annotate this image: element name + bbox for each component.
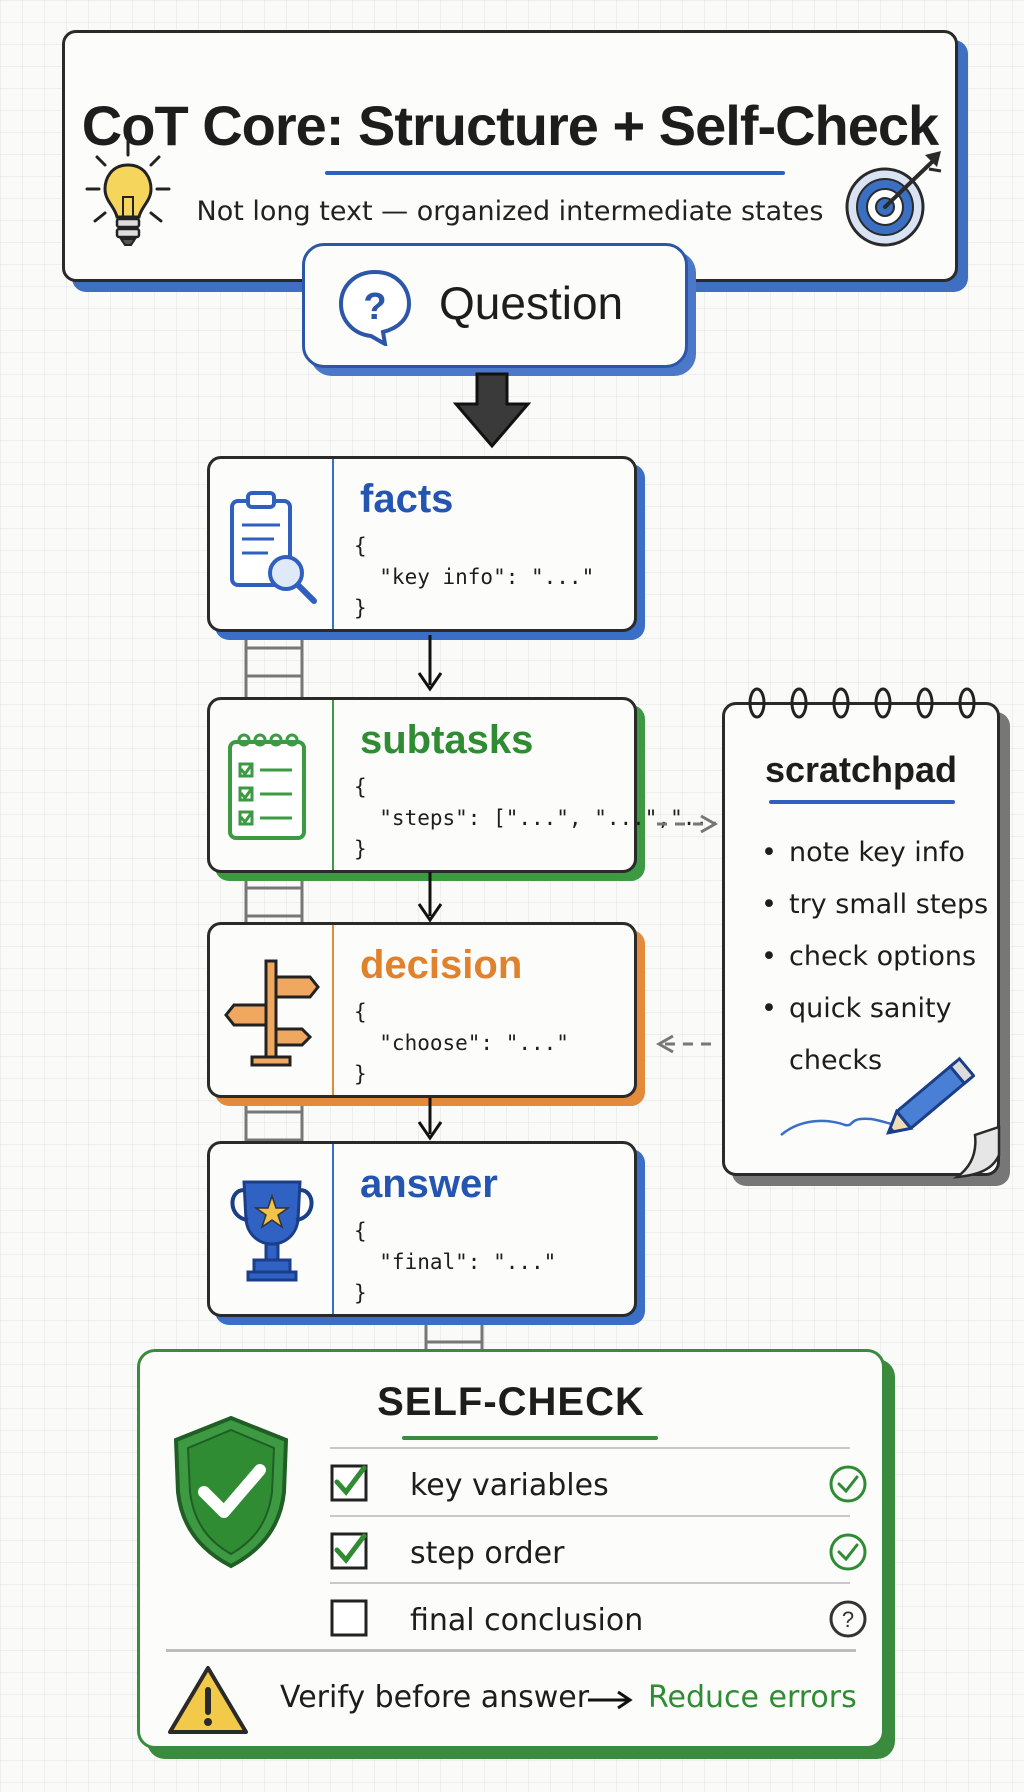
dashed-arrow-right-icon [657, 814, 719, 834]
scratchpad-item: try small steps [761, 879, 988, 931]
footer-left-text: Verify before answer [280, 1680, 590, 1715]
row-divider [330, 1582, 850, 1584]
dashed-arrow-left-icon [655, 1034, 718, 1054]
card-divider [332, 700, 334, 870]
title-card: CoT Core: Structure + Self-Check Not lon… [62, 30, 958, 282]
answer-code: { "final": "..." } [354, 1219, 557, 1305]
scratchpad-title: scratchpad [764, 749, 958, 790]
answer-heading: answer [360, 1162, 498, 1206]
scratchpad-underline [769, 800, 955, 804]
self-check-label: key variables [410, 1468, 609, 1503]
svg-text:?: ? [363, 286, 386, 328]
checkbox-checked-icon[interactable] [330, 1464, 368, 1502]
warning-icon [168, 1666, 248, 1734]
arrow-down-icon [417, 1098, 443, 1141]
decision-code: { "choose": "..." } [354, 1000, 569, 1086]
row-divider [330, 1447, 850, 1449]
scratchpad-item: quick sanity [761, 983, 988, 1035]
scratchpad-item-continuation: checks [761, 1035, 988, 1087]
clipboard-search-icon [230, 491, 317, 604]
checklist-icon [228, 733, 306, 840]
self-check-row[interactable]: step order [330, 1520, 870, 1584]
facts-code: { "key info": "..." } [354, 534, 595, 620]
self-check-row[interactable]: final conclusion ? [330, 1587, 870, 1651]
scratchpad-list: note key info try small steps check opti… [761, 827, 988, 1087]
self-check-title: SELF-CHECK [377, 1380, 645, 1424]
subtasks-heading: subtasks [360, 718, 534, 762]
page-curl-decoration [953, 1125, 1001, 1179]
self-check-label: final conclusion [410, 1603, 644, 1638]
footer-right-text: Reduce errors [648, 1680, 857, 1715]
check-circle-icon [829, 1533, 867, 1571]
self-check-card: SELF-CHECK key variables step order [137, 1349, 885, 1749]
target-icon [845, 151, 942, 247]
row-divider [330, 1515, 850, 1517]
decision-card: decision { "choose": "..." } [207, 922, 637, 1098]
footer-divider [166, 1649, 856, 1652]
check-circle-icon [829, 1465, 867, 1503]
pencil-icon [780, 1056, 975, 1136]
shield-check-icon [173, 1415, 289, 1569]
arrow-down-icon [417, 872, 443, 923]
down-arrow-icon [452, 372, 532, 449]
decision-heading: decision [360, 943, 523, 987]
subtasks-code: { "steps": ["...", "...","...] } [354, 775, 734, 861]
facts-card: facts { "key info": "..." } [207, 456, 637, 632]
scratchpad-item: check options [761, 931, 988, 983]
question-card: ? Question [302, 243, 688, 368]
question-bubble-icon: ? [338, 269, 412, 346]
card-divider [332, 1144, 334, 1314]
subtasks-card: subtasks { "steps": ["...", "...","...] … [207, 697, 733, 873]
self-check-label: step order [410, 1536, 565, 1571]
spiral-binding [748, 687, 976, 719]
card-divider [332, 459, 334, 629]
page-title: CoT Core: Structure + Self-Check [81, 94, 939, 157]
scratchpad-card: scratchpad note key info try small steps… [722, 687, 1001, 1179]
question-circle-icon: ? [829, 1600, 867, 1638]
checkbox-checked-icon[interactable] [330, 1532, 368, 1570]
self-check-row[interactable]: key variables [330, 1452, 870, 1516]
arrow-down-icon [417, 635, 443, 692]
card-divider [332, 925, 334, 1095]
page-subtitle: Not long text — organized intermediate s… [196, 196, 824, 227]
arrow-right-icon [588, 1690, 633, 1710]
svg-text:?: ? [842, 1607, 854, 1632]
signpost-icon [224, 959, 320, 1067]
scratchpad-item: note key info [761, 827, 988, 879]
self-check-underline [402, 1436, 658, 1440]
answer-card: answer { "final": "..." } [207, 1141, 637, 1317]
question-label: Question [439, 277, 624, 329]
facts-heading: facts [360, 477, 454, 521]
trophy-icon [230, 1180, 314, 1282]
lightbulb-icon [85, 139, 171, 246]
checkbox-unchecked-icon[interactable] [330, 1599, 368, 1637]
title-underline [325, 171, 785, 175]
